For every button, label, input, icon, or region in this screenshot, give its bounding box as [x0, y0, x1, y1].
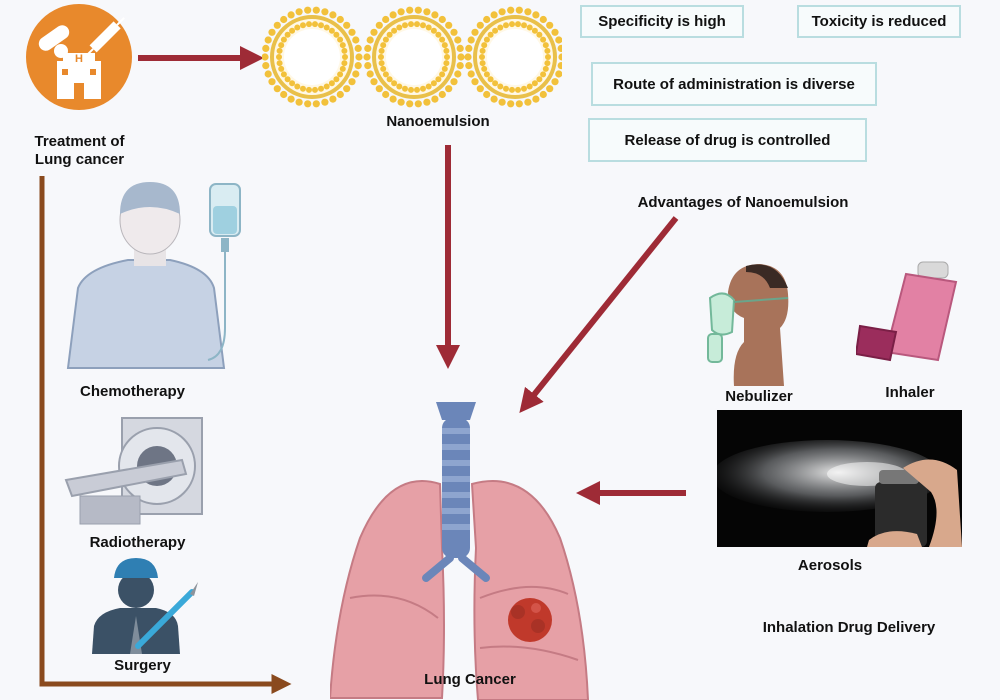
therapy-label-radiotherapy: Radiotherapy: [89, 534, 186, 551]
scalpel-icon: [135, 582, 198, 649]
droplet: [363, 6, 465, 108]
advantage-box: Toxicity is reduced: [797, 5, 961, 38]
inhaler-label: Inhaler: [885, 384, 935, 401]
lungs-icon: [330, 402, 590, 700]
therapy-label-surgery: Surgery: [114, 657, 171, 674]
tumor-icon: [508, 598, 552, 642]
mri-scanner-icon: [64, 417, 203, 525]
lung-cancer-label: Lung Cancer: [424, 671, 516, 688]
nebulizer-label: Nebulizer: [725, 388, 793, 405]
advantage-box: Route of administration is diverse: [591, 62, 877, 106]
droplet: [262, 6, 363, 108]
nanoemulsion-label: Nanoemulsion: [386, 113, 490, 130]
therapy-label-chemotherapy: Chemotherapy: [79, 383, 186, 400]
advantage-box: Release of drug is controlled: [588, 118, 867, 162]
treatment-label: Treatment of Lung cancer: [34, 133, 125, 168]
iv-bag-icon: [207, 183, 241, 361]
spray-can-icon: [717, 410, 962, 547]
nanoemulsion-icon: [262, 6, 562, 108]
chemotherapy-icon: [66, 182, 241, 369]
hospital-icon: H: [26, 4, 132, 110]
droplet: [464, 6, 562, 108]
nebulizer-mask-icon: [707, 264, 789, 386]
surgeon-icon: [92, 558, 198, 654]
inhaler-icon: [856, 261, 958, 362]
aerosols-label: Aerosols: [797, 557, 863, 574]
svg-text:H: H: [75, 53, 83, 65]
advantage-box: Specificity is high: [580, 5, 744, 38]
advantages-title: Advantages of Nanoemulsion: [637, 194, 849, 211]
arrow-therapies-to-lung: [39, 176, 292, 694]
arrow-advantages-to-lung: [519, 216, 679, 414]
inhalation-title: Inhalation Drug Delivery: [762, 619, 936, 636]
